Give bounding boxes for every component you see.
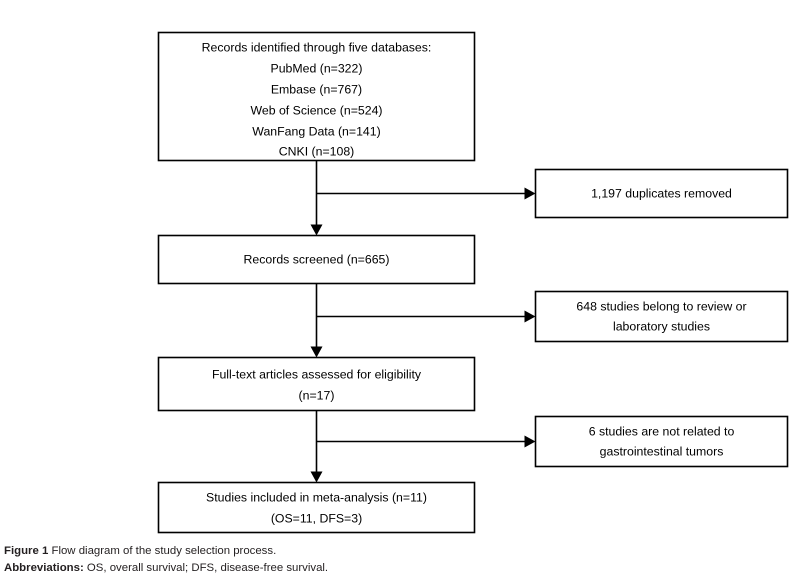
node-studies-included: Studies included in meta-analysis (n=11)…	[157, 481, 476, 534]
node-not-gastrointestinal-border	[534, 415, 789, 468]
node-review-or-laboratory-line-2: laboratory studies	[613, 319, 710, 333]
node-fulltext-assessed-line-1: Full-text articles assessed for eligibil…	[212, 367, 422, 381]
connector-3-down-arrowhead	[310, 471, 323, 483]
node-records-identified-line-5: WanFang Data (n=141)	[252, 124, 380, 138]
connector-1-down-arrowhead	[310, 224, 323, 236]
node-not-gastrointestinal-line-2: gastrointestinal tumors	[600, 444, 724, 458]
node-duplicates-removed-line-1: 1,197 duplicates removed	[591, 186, 732, 200]
figure-caption-line: Figure 1 Flow diagram of the study selec…	[4, 543, 794, 560]
node-studies-included-border	[157, 481, 476, 534]
node-not-gastrointestinal-line-1: 6 studies are not related to	[589, 424, 735, 438]
connector-2-right-arrowhead	[524, 310, 536, 323]
node-records-identified-border	[157, 31, 476, 162]
connector-3-right-arrowhead	[524, 435, 536, 448]
connector-2	[310, 283, 536, 358]
flow-diagram-canvas: Records identified through five database…	[157, 31, 789, 534]
abbreviations-label: Abbreviations:	[4, 562, 84, 574]
figure-caption: Figure 1 Flow diagram of the study selec…	[4, 543, 794, 577]
node-studies-included-line-1: Studies included in meta-analysis (n=11)	[206, 490, 427, 504]
node-records-identified-line-4: Web of Science (n=524)	[250, 103, 382, 117]
node-duplicates-removed: 1,197 duplicates removed	[534, 168, 789, 219]
node-records-identified-line-3: Embase (n=767)	[271, 82, 362, 96]
node-fulltext-assessed-border	[157, 356, 476, 412]
abbreviations-text: OS, overall survival; DFS, disease-free …	[86, 562, 329, 574]
node-records-screened-line-1: Records screened (n=665)	[244, 252, 390, 266]
abbreviations-line: Abbreviations: OS, overall survival; DFS…	[4, 560, 794, 577]
node-fulltext-assessed: Full-text articles assessed for eligibil…	[157, 356, 476, 412]
node-records-identified-line-2: PubMed (n=322)	[271, 61, 363, 75]
node-review-or-laboratory-border	[534, 290, 789, 343]
connector-3	[310, 410, 536, 483]
connector-2-down-arrowhead	[310, 346, 323, 358]
node-not-gastrointestinal: 6 studies are not related to gastrointes…	[534, 415, 789, 468]
node-studies-included-line-2: (OS=11, DFS=3)	[271, 511, 362, 525]
node-records-screened-border	[157, 234, 476, 285]
node-review-or-laboratory-line-1: 648 studies belong to review or	[576, 299, 746, 313]
node-records-identified-line-6: CNKI (n=108)	[279, 144, 355, 158]
node-records-identified: Records identified through five database…	[157, 31, 476, 162]
node-records-identified-line-1: Records identified through five database…	[202, 40, 432, 54]
node-review-or-laboratory: 648 studies belong to review or laborato…	[534, 290, 789, 343]
connector-1	[310, 160, 536, 236]
figure-caption-text: Flow diagram of the study selection proc…	[51, 545, 277, 557]
figure-number-label: Figure 1	[4, 545, 49, 557]
node-records-screened: Records screened (n=665)	[157, 234, 476, 285]
node-duplicates-removed-border	[534, 168, 789, 219]
connector-1-right-arrowhead	[524, 187, 536, 200]
node-fulltext-assessed-line-2: (n=17)	[299, 388, 335, 402]
